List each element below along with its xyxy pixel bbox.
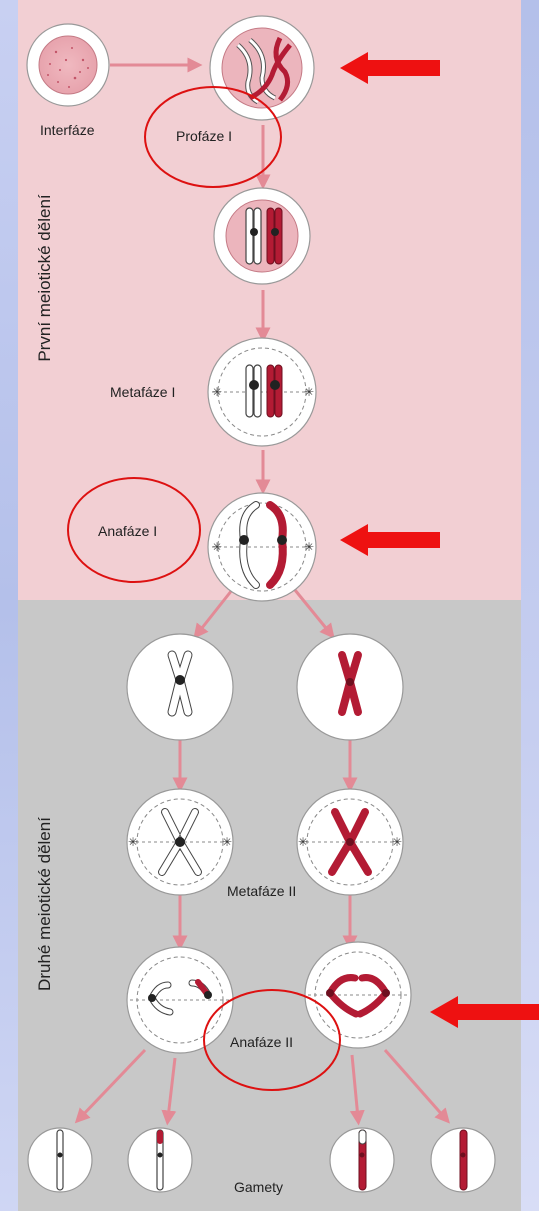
gametes-label: Gamety: [234, 1179, 284, 1195]
anaphase-1-annotation-circle: [67, 477, 201, 583]
prophase-1-pairing-cell: [213, 187, 311, 285]
first-division-section-label: První meiotické dělení: [35, 194, 54, 362]
highlight-arrows: [340, 52, 539, 1028]
interphase-cell: [26, 23, 110, 107]
metaphase-2-red-cell: ✳ ✳: [296, 788, 404, 896]
metaphase-2-label: Metafáze II: [227, 883, 297, 899]
anaphase-2-white-cell: [126, 946, 234, 1054]
anaphase-2-label: Anafáze II: [230, 1034, 294, 1050]
prophase-2-red-cell: [296, 633, 404, 741]
metaphase-1-cell: ✳ ✳: [207, 337, 317, 447]
highlight-arrow-prophase-1: [340, 52, 440, 84]
right-background-strip: [521, 0, 539, 1211]
anaphase-1-cell: ✳ ✳: [207, 492, 317, 602]
anaphase-1-label: Anafáze I: [98, 523, 158, 539]
highlight-arrow-anaphase-1: [340, 524, 440, 556]
svg-text:✳: ✳: [222, 835, 232, 849]
svg-text:✳: ✳: [298, 835, 308, 849]
svg-text:✳: ✳: [304, 540, 314, 554]
highlight-arrow-anaphase-2: [430, 996, 539, 1028]
gamete-cell-2: [127, 1127, 193, 1193]
annotation-circles: [67, 86, 341, 1091]
prophase-1-label: Profáze I: [176, 128, 233, 144]
gamete-cell-4: [430, 1127, 496, 1193]
gamete-cell-3: [329, 1127, 395, 1193]
flow-arrows: [74, 57, 450, 1126]
interphase-label: Interfáze: [40, 122, 95, 138]
gamete-cell-1: [27, 1127, 93, 1193]
svg-text:✳: ✳: [212, 540, 222, 554]
second-division-section-label: Druhé meiotické dělení: [35, 817, 54, 991]
prophase-1-cell: [209, 15, 315, 121]
metaphase-2-white-cell: ✳ ✳: [126, 788, 234, 896]
prophase-1-annotation-circle: [144, 86, 282, 188]
anaphase-2-red-cell: [304, 941, 412, 1049]
svg-text:✳: ✳: [392, 835, 402, 849]
anaphase-2-annotation-circle: [203, 989, 341, 1091]
svg-text:✳: ✳: [128, 835, 138, 849]
svg-text:✳: ✳: [212, 385, 222, 399]
metaphase-1-label: Metafáze I: [110, 384, 176, 400]
prophase-2-white-cell: [126, 633, 234, 741]
svg-text:✳: ✳: [304, 385, 314, 399]
left-background-strip: [0, 0, 18, 1211]
